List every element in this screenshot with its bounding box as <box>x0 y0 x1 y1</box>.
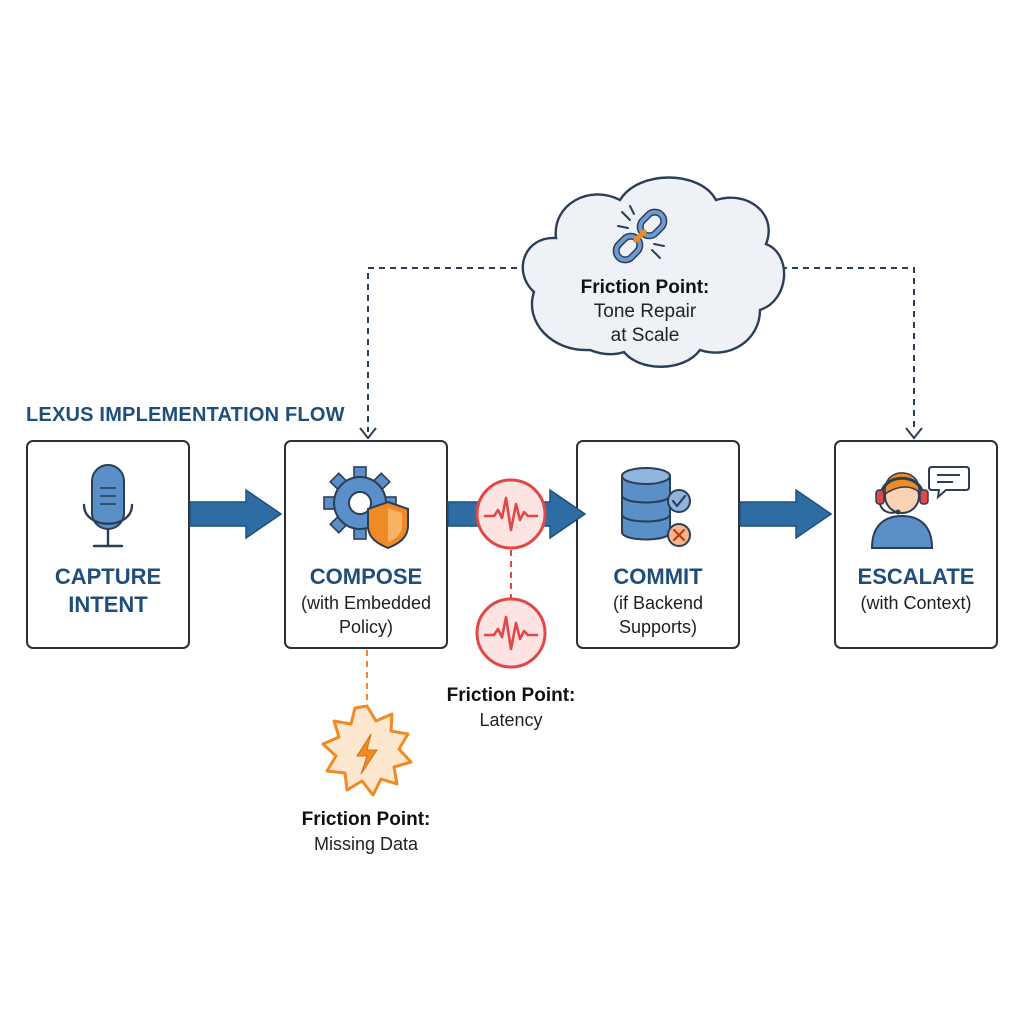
friction-title-missing: Friction Point: <box>301 809 431 830</box>
step-subtitle-commit-line2: Supports) <box>618 617 698 637</box>
friction-label-latency: Friction Point: Latency <box>421 684 601 732</box>
step-title-escalate: ESCALATE <box>857 564 975 589</box>
friction-label-tone: Friction Point: Tone Repair at Scale <box>545 276 745 348</box>
friction-text-tone-line1: Tone Repair <box>593 301 697 322</box>
step-title-capture-line2: INTENT <box>68 592 148 617</box>
step-box-compose[interactable] <box>284 440 448 649</box>
step-label-commit: COMMIT (if Backend Supports) <box>577 563 739 639</box>
latency-waveform-icon-top <box>475 478 547 550</box>
friction-text-missing: Missing Data <box>313 834 419 854</box>
flow-arrow-3 <box>739 488 833 540</box>
step-subtitle-compose: (with Embedded <box>300 593 432 613</box>
chat-bubble-icon <box>928 466 970 500</box>
friction-label-missing: Friction Point: Missing Data <box>276 808 456 856</box>
dashed-connector-left <box>359 267 528 440</box>
step-title-capture: CAPTURE <box>54 564 162 589</box>
waveform-icon <box>475 597 547 669</box>
step-label-compose: COMPOSE (with Embedded Policy) <box>282 563 450 639</box>
step-title-compose: COMPOSE <box>309 564 423 589</box>
friction-title-latency: Friction Point: <box>446 685 576 706</box>
tone-repair-cloud <box>521 176 786 368</box>
step-box-commit[interactable] <box>576 440 740 649</box>
database-icon <box>621 467 691 547</box>
step-subtitle-commit: (if Backend <box>612 593 704 613</box>
lightning-burst-icon <box>321 704 413 797</box>
step-subtitle-escalate: (with Context) <box>860 593 972 613</box>
step-subtitle-compose-line2: Policy) <box>338 617 393 637</box>
gear-shield-icon <box>323 466 409 550</box>
step-title-commit: COMMIT <box>613 564 703 589</box>
step-label-escalate: ESCALATE (with Context) <box>835 563 997 615</box>
flow-arrow-1 <box>189 488 283 540</box>
friction-title-tone: Friction Point: <box>580 277 710 298</box>
broken-link-icon <box>612 208 668 264</box>
dashed-connector-right <box>770 267 923 440</box>
flow-title: LEXUS IMPLEMENTATION FLOW <box>26 404 345 426</box>
step-label-capture: CAPTURE INTENT <box>27 563 189 619</box>
friction-text-latency: Latency <box>479 710 543 730</box>
break-sparks <box>617 205 665 259</box>
microphone-icon <box>82 464 134 548</box>
friction-text-tone-line2: at Scale <box>610 325 680 346</box>
support-agent-icon <box>870 472 934 549</box>
